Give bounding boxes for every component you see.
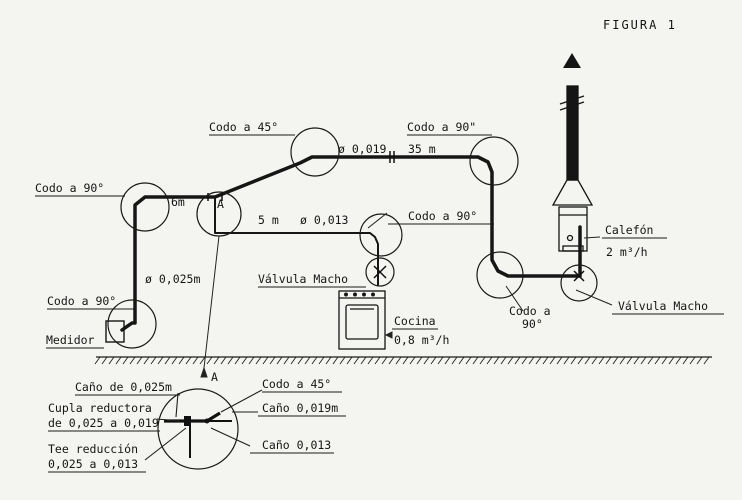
label-len-35m: 35 m bbox=[408, 142, 436, 156]
label-codo-90-cocina: Codo a 90° bbox=[408, 209, 477, 223]
valve-icon bbox=[573, 270, 585, 282]
label-calefon: Calefón bbox=[605, 223, 653, 237]
label-diam-0013: ø 0,013 bbox=[300, 213, 349, 227]
label-diam-0025: ø 0,025m bbox=[145, 272, 200, 286]
circle-codo-90-left bbox=[120, 182, 170, 232]
detail-cano-0013: Caño 0,013 bbox=[262, 438, 331, 452]
label-cocina: Cocina bbox=[394, 314, 436, 328]
figure-title: FIGURA 1 bbox=[603, 18, 677, 32]
label-codo-90-medidor: Codo a 90° bbox=[47, 294, 116, 308]
circle-detail-a bbox=[157, 388, 239, 470]
detail-cano-0025: Caño de 0,025m bbox=[75, 380, 172, 394]
detail-cupla-1: Cupla reductora bbox=[48, 401, 152, 415]
label-codo-bottom-2: 90° bbox=[522, 317, 543, 331]
label-cocina-flow: 0,8 m³/h bbox=[394, 333, 449, 347]
label-diam-0019: ø 0,019 bbox=[338, 142, 387, 156]
label-calefon-flow: 2 m³/h bbox=[606, 245, 648, 259]
chimney-break bbox=[559, 95, 585, 111]
arrow-up-icon bbox=[563, 53, 581, 68]
label-codo-90-top-right: Codo a 90" bbox=[407, 120, 476, 134]
circle-codo-45 bbox=[290, 127, 340, 177]
label-len-6m: 6m bbox=[171, 195, 185, 209]
detail-inset bbox=[144, 389, 263, 461]
calefon-heater bbox=[551, 85, 594, 252]
label-codo-45-top: Codo a 45° bbox=[209, 120, 278, 134]
label-medidor: Medidor bbox=[46, 333, 95, 347]
label-valvula-macho-right: Válvula Macho bbox=[618, 299, 708, 313]
detail-tee-2: 0,025 a 0,013 bbox=[48, 457, 138, 471]
circle-codo-90-top-right bbox=[469, 136, 519, 186]
label-detail-a: A bbox=[211, 370, 218, 384]
detail-codo-45: Codo a 45° bbox=[262, 377, 331, 391]
detail-tee-1: Tee reducción bbox=[48, 442, 138, 456]
detail-cupla-2: de 0,025 a 0,019 bbox=[48, 416, 159, 430]
circle-codo-90-medidor bbox=[107, 299, 157, 349]
cocina-stove bbox=[338, 290, 386, 350]
leader-lines bbox=[200, 212, 613, 378]
detail-cano-0019: Caño 0,019m bbox=[262, 401, 338, 415]
circle-codo-90-bottom bbox=[476, 251, 524, 299]
circle-valvula-left bbox=[365, 257, 395, 287]
label-len-5m: 5 m bbox=[258, 213, 279, 227]
medidor-box bbox=[105, 320, 125, 343]
label-codo-90-left: Codo a 90° bbox=[35, 181, 104, 195]
cocina-branch-pipe bbox=[214, 196, 379, 286]
valve-icon bbox=[373, 265, 387, 279]
circle-valvula-right bbox=[560, 264, 598, 302]
label-codo-bottom-1: Codo a bbox=[509, 304, 551, 318]
circle-codo-90-cocina bbox=[359, 213, 403, 257]
main-pipe bbox=[120, 155, 582, 332]
ground bbox=[94, 356, 712, 365]
label-node-a: A bbox=[217, 197, 224, 211]
label-valvula-macho-left: Válvula Macho bbox=[258, 272, 348, 286]
